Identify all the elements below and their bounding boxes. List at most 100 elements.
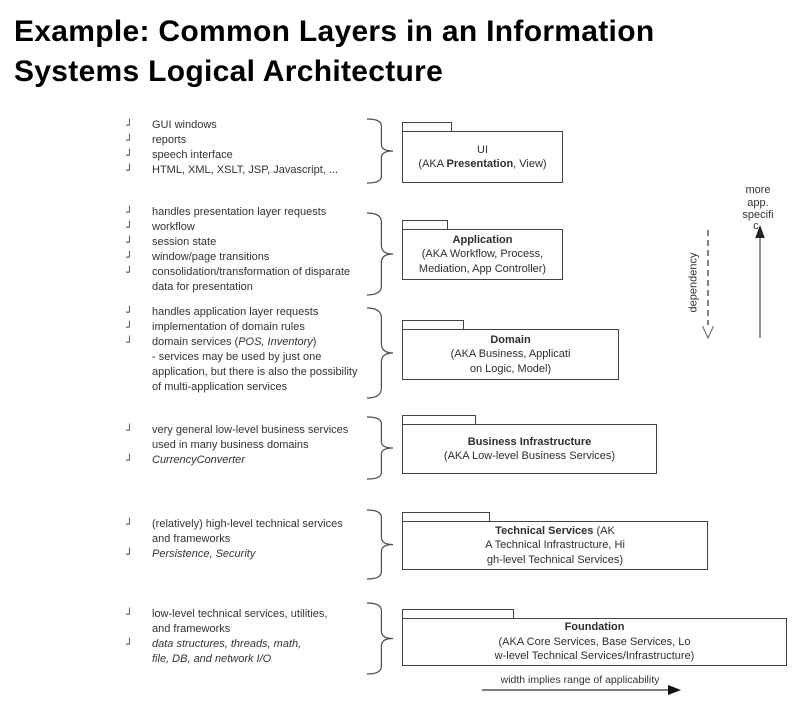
text-segment: of multi-application services [152,381,288,393]
list-item: ┘GUI windows [126,118,388,133]
list-item: ┘CurrencyConverter [126,453,388,468]
vertical-arrows-graphic [701,225,765,340]
list-item-text: data structures, threads, math, [152,637,388,652]
package-label-line: Application [403,233,562,248]
list-item-text: Persistence, Security [152,547,388,562]
bullet-list-domain: ┘handles application layer requests┘impl… [126,305,388,395]
text-segment: Business Infrastructure [467,435,592,448]
bullet-icon: ┘ [126,149,133,162]
list-item: ┘speech interface [126,148,388,163]
bullet-list-application: ┘ handles presentation layer requests ┘wor… [126,205,388,295]
package-tab [402,320,464,330]
text-segment: Foundation [564,621,625,634]
list-item-text: domain services (POS, Inventory) [152,335,388,350]
package-label-line: Foundation [403,620,786,635]
package-label-line: gh-level Technical Services) [403,553,707,568]
text-segment: Persistence, Security [152,548,256,560]
list-item: ┘Persistence, Security [126,547,388,562]
more-app-specific-label: more app. specifi [728,184,788,222]
bullet-icon [126,280,152,295]
package-label-line: (AKA Low-level Business Services) [403,449,656,464]
text-segment: Presentation [446,158,514,170]
list-item: and frameworks [126,622,388,637]
text-segment: (AK [593,524,615,537]
list-item-text: handles presentation layer requests [152,205,388,220]
list-item: ┘workflow [126,220,388,235]
list-item: ┘ reports [126,133,388,148]
bullet-icon [126,380,152,395]
width-applicability-label: width implies range of applicability [500,674,660,686]
bullet-icon: ┘ [126,518,133,531]
brace-foundation [366,602,394,675]
text-segment: workflow [152,221,195,233]
package-body: Foundation(AKA Core Services, Base Servi… [402,618,787,666]
text-segment: (AKA Core Services, Base Services, Lo [498,635,691,648]
bullet-icon: ┘ [126,454,133,467]
list-item-text: and frameworks [152,532,388,547]
list-item: ┘low-level technical services, utilities… [126,607,388,622]
bullet-icon: ┘ [126,336,133,349]
width-applicability-arrow-graphic [482,685,681,695]
bullet-list-business-infrastructure: ┘very general low-level business service… [126,423,388,468]
text-segment: and frameworks [152,533,231,545]
brace-ui [366,118,394,184]
list-item: application, but there is also the possi… [126,365,388,380]
bullet-icon [126,652,152,667]
bullet-icon [126,438,152,453]
list-item-text: handles application layer requests [152,305,388,320]
list-item: ┘consolidation/transformation of dispara… [126,265,388,280]
text-segment: w-level Technical Services/Infrastructur… [494,650,695,663]
text-segment: Mediation, App Controller) [418,262,547,275]
package-foundation: Foundation(AKA Core Services, Base Servi… [402,609,787,666]
text-segment: gh-level Technical Services) [486,553,624,566]
text-segment: (relatively) high-level technical servic… [152,518,343,530]
bullet-icon: ┘ [126,638,133,651]
dependency-arrow-head-icon [701,325,715,340]
package-label-line: Business Infrastructure [403,435,656,450]
bullet-icon [126,365,152,380]
list-item: - services may be used by just one [126,350,388,365]
package-label-line: w-level Technical Services/Infrastructur… [403,649,786,664]
list-item: ┘window/page transitions [126,250,388,265]
package-label-line: (AKA Workflow, Process, [403,247,562,262]
list-item: ┘ domain services (POS, Inventory) [126,335,388,350]
bullet-list-foundation: ┘low-level technical services, utilities… [126,607,388,667]
package-label-line: (AKA Presentation, View) [403,157,562,172]
list-item-text: reports [152,133,388,148]
brace-application [366,212,394,296]
text-segment: data structures, threads, math, [152,638,302,650]
more-app-specific-overlap: c [753,220,759,232]
text-segment: application, but there is also the possi… [152,366,358,378]
package-label-line: Mediation, App Controller) [403,262,562,277]
list-item-text: application, but there is also the possi… [152,365,388,380]
text-segment: handles presentation layer requests [152,206,327,218]
bullet-icon: ┘ [126,306,133,319]
text-segment: used in many business domains [152,439,309,451]
list-item: and frameworks [126,532,388,547]
brace-technical-services [366,509,394,580]
list-item: ┘ session state [126,235,388,250]
package-business-infrastructure: Business Infrastructure(AKA Low-level Bu… [402,415,657,474]
list-item-text: and frameworks [152,622,388,637]
text-segment: data for presentation [152,281,253,293]
package-label-line: Technical Services (AK [403,524,707,539]
brace-domain [366,307,394,399]
bullet-icon: ┘ [126,134,133,147]
list-item-text: HTML, XML, XSLT, JSP, Javascript, ... [152,163,388,178]
list-item: ┘implementation of domain rules [126,320,388,335]
bullet-icon: ┘ [126,236,133,249]
package-tab [402,415,476,425]
list-item: ┘very general low-level business service… [126,423,388,438]
list-item: file, DB, and network I/O [126,652,388,667]
text-segment: implementation of domain rules [152,321,305,333]
list-item-text: GUI windows [152,118,388,133]
list-item-text: consolidation/transformation of disparat… [152,265,388,280]
package-label-line: (AKA Core Services, Base Services, Lo [403,635,786,650]
page-title-line1: Example: Common Layers in an Information [14,15,655,48]
text-segment: session state [152,236,217,248]
text-segment: UI [477,143,488,156]
list-item-text: used in many business domains [152,438,388,453]
bullet-list-ui: ┘GUI windows┘reports┘speech interface┘HT… [126,118,388,178]
